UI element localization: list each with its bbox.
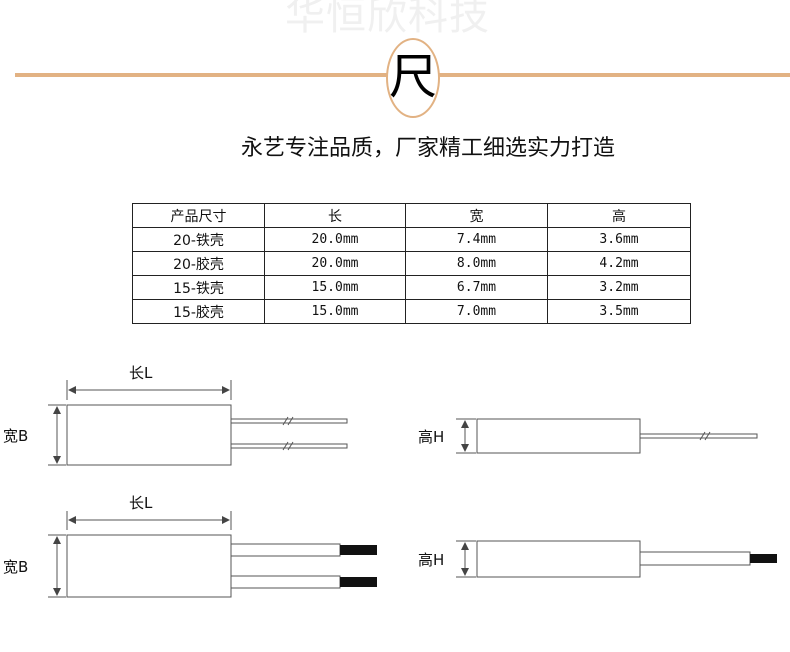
- cell: 20-铁壳: [132, 227, 265, 252]
- length-label: 长L: [129, 494, 153, 512]
- tagline: 永艺专注品质，厂家精工细选实力打造: [240, 136, 615, 161]
- cell: 15.0mm: [264, 275, 406, 300]
- cell: 3.6mm: [547, 227, 691, 252]
- diagram-plastic-top-view: [48, 511, 341, 598]
- cell: 15-胶壳: [132, 299, 265, 324]
- cell: 20.0mm: [264, 251, 406, 276]
- cell: 7.0mm: [405, 299, 548, 324]
- cell: 20-胶壳: [132, 251, 265, 276]
- cell: 6.7mm: [405, 275, 548, 300]
- height-label: 高H: [418, 551, 444, 569]
- width-label: 宽B: [3, 427, 28, 445]
- section-badge: 尺: [386, 38, 440, 118]
- watermark: 华恒欣科技: [285, 0, 490, 39]
- cell: 3.5mm: [547, 299, 691, 324]
- width-label: 宽B: [3, 558, 28, 576]
- height-label: 高H: [418, 428, 444, 446]
- diagram-metal-top-view: [48, 380, 348, 466]
- table-header-row: 产品尺寸 长 宽 高: [132, 203, 691, 228]
- diagram-metal-side-view: [456, 418, 758, 454]
- cell: 20.0mm: [264, 227, 406, 252]
- cell: 15.0mm: [264, 299, 406, 324]
- header-cell: 产品尺寸: [132, 203, 265, 228]
- cell: 4.2mm: [547, 251, 691, 276]
- diagram-plastic-side-view: [456, 540, 751, 578]
- length-label: 长L: [129, 364, 153, 382]
